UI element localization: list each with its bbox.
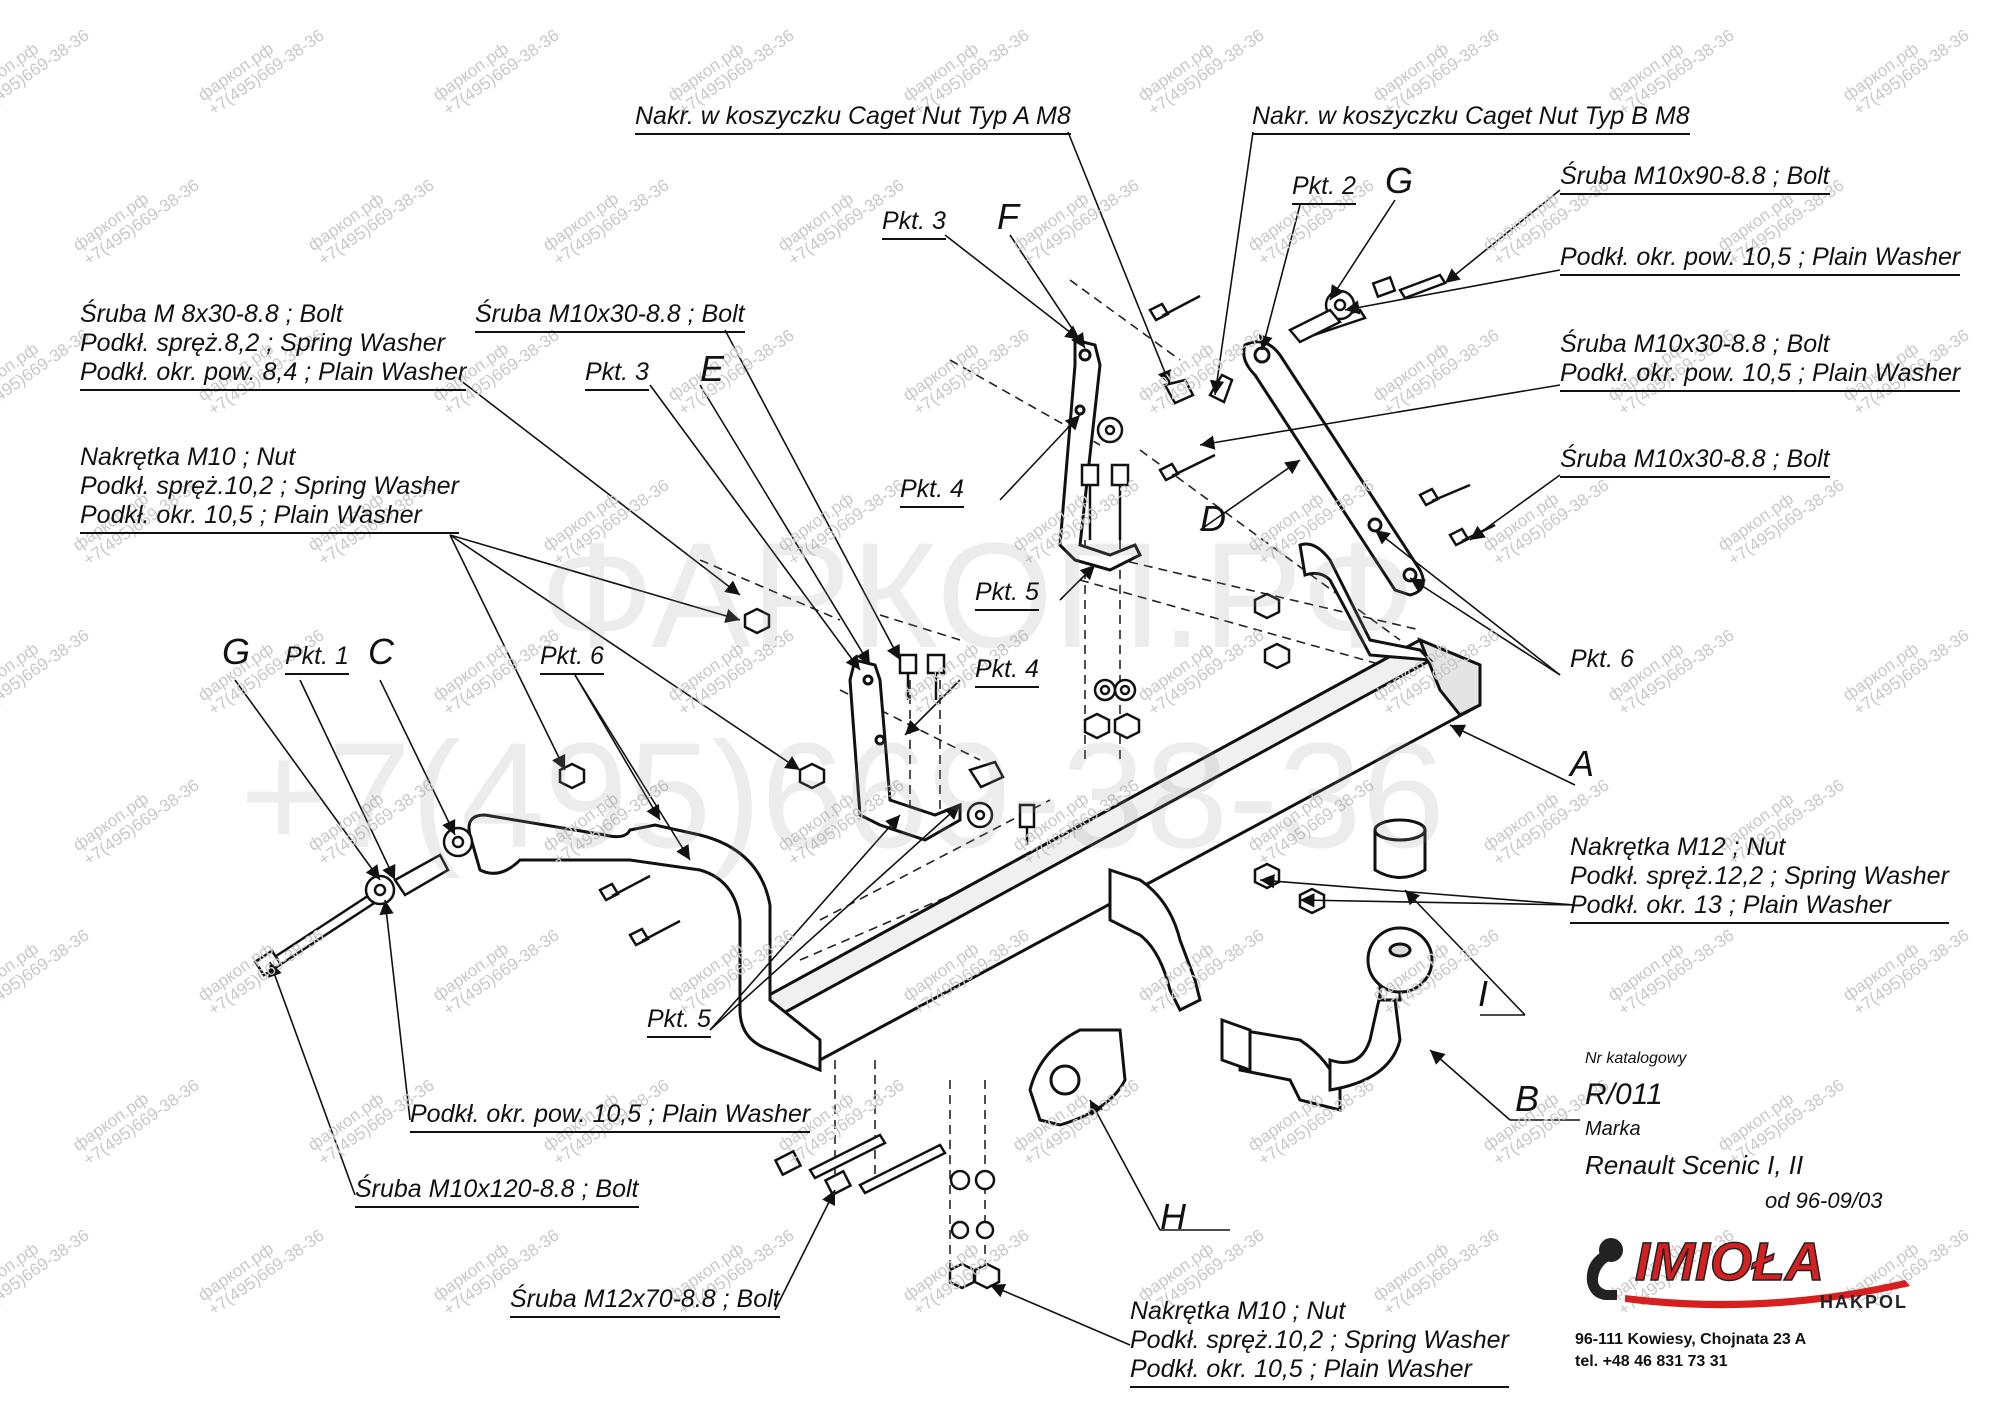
label-nut-m12-group: Nakrętka M12 ; Nut Podkł. spręż.12,2 ; S… (1570, 833, 1949, 924)
letter-h: H (1160, 1196, 1186, 1237)
label-pkt3-top: Pkt. 3 (882, 207, 946, 240)
socket-plate-h (1028, 1028, 1127, 1127)
catalog-years: od 96-09/03 (1765, 1188, 1883, 1213)
brace-d (1242, 340, 1425, 597)
label-bolt-m8-group: Śruba M 8x30-8.8 ; Bolt Podkł. spręż.8,2… (80, 300, 467, 391)
letter-d: D (1200, 498, 1226, 539)
catalog-marka-label: Marka (1585, 1118, 1641, 1140)
side-bracket-left (467, 813, 822, 1073)
logo-sub: HAKPOL (1820, 1292, 1908, 1312)
brand-address: 96-111 Kowiesy, Chojnata 23 A (1575, 1331, 1807, 1348)
catalog-nr-value: R/011 (1585, 1078, 1663, 1111)
side-bracket-right (1108, 542, 1434, 1013)
label-pkt4-mid: Pkt. 4 (975, 655, 1039, 688)
label-nut-type-a: Nakr. w koszyczku Caget Nut Typ A M8 (635, 102, 1071, 135)
letter-f: F (997, 196, 1019, 237)
bracket-f (1058, 338, 1143, 572)
bracket-e (848, 658, 962, 842)
letter-g-left: G (222, 631, 251, 672)
catalog-marka-value: Renault Scenic I, II (1585, 1150, 1804, 1180)
label-pkt6-right: Pkt. 6 (1570, 645, 1634, 673)
label-pkt6-left: Pkt. 6 (540, 642, 604, 675)
label-bolt-m10x30-right: Śruba M10x30-8.8 ; Bolt Podkł. okr. pow.… (1560, 330, 1961, 392)
logo-swoosh (1625, 1280, 1910, 1309)
logo-name: IMIOŁA (1635, 1232, 1824, 1292)
letter-a: A (1570, 743, 1595, 784)
label-plain-washer-bottom: Podkł. okr. pow. 10,5 ; Plain Washer (410, 1100, 811, 1133)
label-pkt5-top: Pkt. 5 (975, 578, 1039, 611)
label-pkt2: Pkt. 2 (1292, 172, 1356, 205)
label-pkt1: Pkt. 1 (285, 642, 349, 675)
label-bolt-m10x30-right2: Śruba M10x30-8.8 ; Bolt (1560, 445, 1830, 478)
letter-b: B (1515, 1078, 1540, 1119)
letter-e: E (700, 348, 725, 389)
label-pkt4-top: Pkt. 4 (900, 475, 964, 508)
label-nut-m10-group-bottom: Nakrętka M10 ; Nut Podkł. spręż.10,2 ; S… (1130, 1297, 1509, 1388)
label-pkt5-bottom: Pkt. 5 (647, 1005, 711, 1038)
fasteners (253, 273, 1496, 1290)
label-bolt-m10x90: Śruba M10x90-8.8 ; Bolt (1560, 162, 1830, 195)
letter-i: I (1478, 973, 1489, 1014)
label-pkt3-mid: Pkt. 3 (585, 358, 649, 391)
catalog-nr-label: Nr katalogowy (1585, 1050, 1687, 1067)
ball-cover (1373, 818, 1427, 879)
label-bolt-m10x120: Śruba M10x120-8.8 ; Bolt (355, 1175, 639, 1208)
label-plain-washer-top: Podkł. okr. pow. 10,5 ; Plain Washer (1560, 243, 1961, 276)
label-nut-m10-group-left: Nakrętka M10 ; Nut Podkł. spręż.10,2 ; S… (80, 443, 459, 534)
towball-logo-icon (1586, 1238, 1623, 1300)
tow-ball (1220, 926, 1434, 1112)
letter-g-top: G (1385, 160, 1414, 201)
label-bolt-m10x30-center: Śruba M10x30-8.8 ; Bolt (475, 300, 745, 333)
letter-c: C (368, 631, 394, 672)
leader-lines (234, 131, 1580, 1346)
brand-phone: tel. +48 46 831 73 31 (1575, 1353, 1728, 1370)
label-nut-type-b: Nakr. w koszyczku Caget Nut Typ B M8 (1252, 102, 1690, 135)
imiola-logo: IMIOŁA HAKPOL (1586, 1231, 1910, 1312)
label-bolt-m12x70: Śruba M12x70-8.8 ; Bolt (510, 1285, 780, 1318)
